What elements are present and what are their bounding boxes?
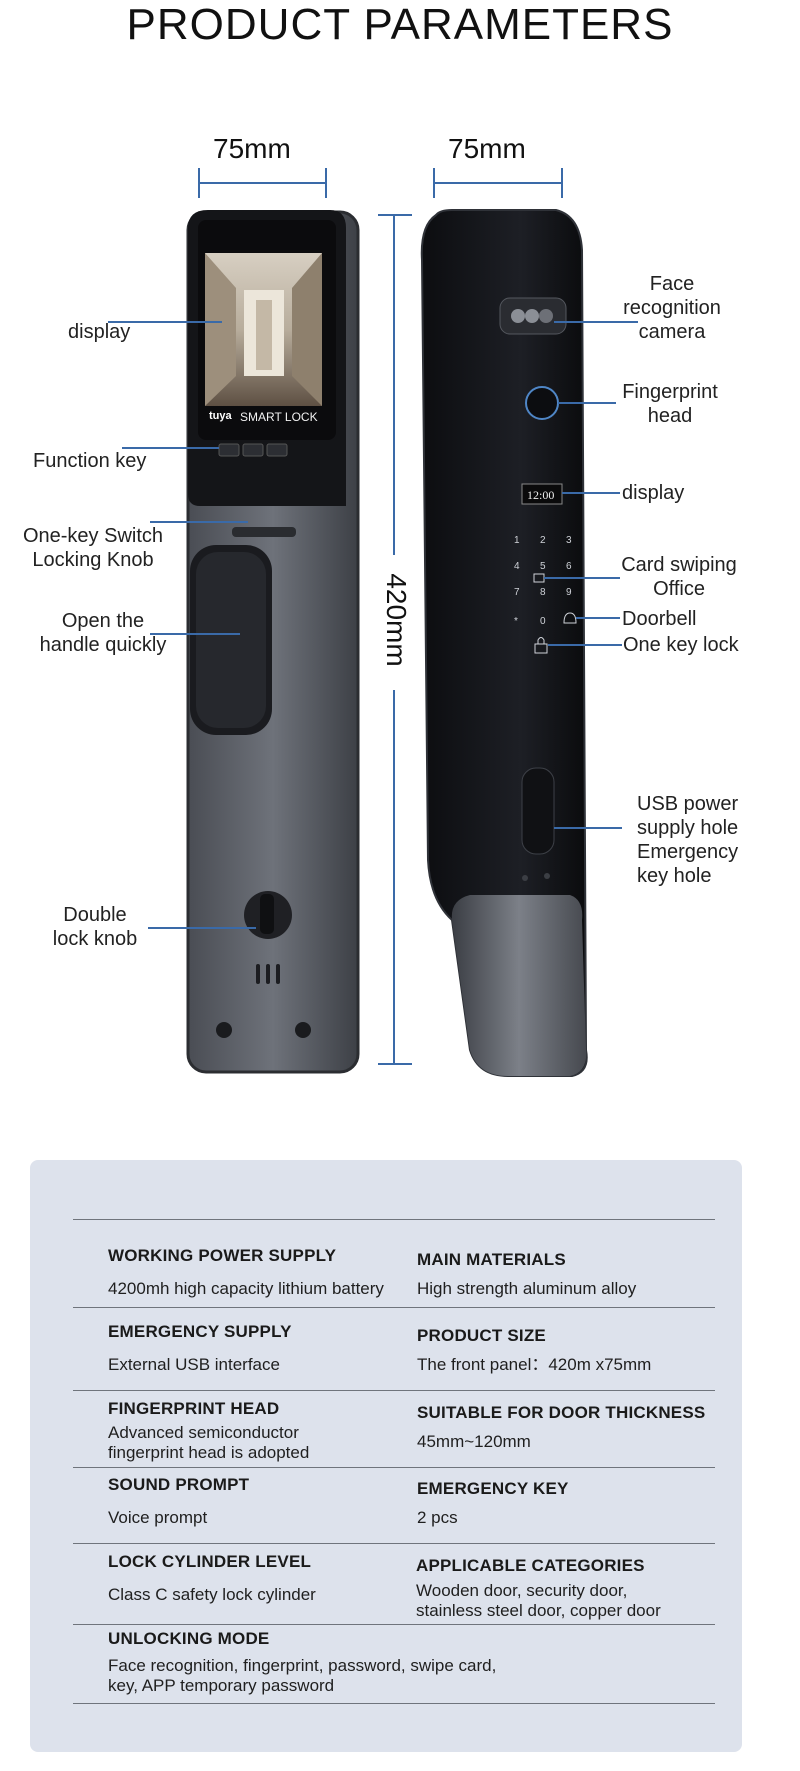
label-switch-knob: One-key Switch Locking Knob <box>18 524 168 572</box>
side-lock: 12:00 1 2 3 4 5 6 7 8 9 * 0 <box>420 209 588 1077</box>
label-face-line1: Face <box>649 273 695 295</box>
param-heading: WORKING POWER SUPPLY <box>108 1246 337 1265</box>
label-usb-line4: key hole <box>637 865 712 887</box>
label-card-line2: Office <box>653 578 705 600</box>
param-value-line: Wooden door, security door, <box>416 1581 628 1600</box>
keypad-key-0: 0 <box>540 616 546 627</box>
keypad-key-4: 4 <box>514 561 520 572</box>
label-double-lock-line2: lock knob <box>52 928 138 950</box>
label-display-side: display <box>622 482 685 504</box>
label-card-swiping: Card swiping Office <box>610 553 748 601</box>
brand-logo: tuya <box>209 410 233 422</box>
param-value: 4200mh high capacity lithium battery <box>108 1279 384 1298</box>
label-fingerprint: Fingerprint head <box>610 380 730 428</box>
param-heading: SOUND PROMPT <box>108 1475 250 1494</box>
label-display-front: display <box>68 321 131 343</box>
keypad-key-8: 8 <box>540 587 546 598</box>
divider <box>73 1624 715 1625</box>
param-value: Face recognition, fingerprint, password,… <box>108 1656 496 1696</box>
dim-width-left: 75mm <box>213 133 291 164</box>
param-heading: PRODUCT SIZE <box>417 1326 546 1345</box>
bell-icon <box>563 612 577 624</box>
label-switch-knob-line2: Locking Knob <box>32 549 154 571</box>
param-value: Advanced semiconductor fingerprint head … <box>108 1423 309 1463</box>
leader-lines <box>108 321 638 929</box>
param-value-line: key, APP temporary password <box>108 1676 335 1695</box>
label-function-key: Function key <box>33 450 147 472</box>
label-double-lock-line1: Double <box>63 904 127 926</box>
label-usb-hole: USB power supply hole Emergency key hole <box>637 792 738 888</box>
label-face-line3: camera <box>638 321 706 343</box>
divider <box>73 1703 715 1704</box>
divider <box>73 1390 715 1391</box>
param-heading: SUITABLE FOR DOOR THICKNESS <box>417 1403 706 1422</box>
label-usb-line2: supply hole <box>637 817 739 839</box>
function-key-right <box>266 443 288 457</box>
lock-icon <box>534 643 548 654</box>
param-value: Voice prompt <box>108 1508 208 1527</box>
keypad: 1 2 3 4 5 6 7 8 9 * 0 <box>514 535 572 627</box>
param-heading: EMERGENCY KEY <box>417 1479 569 1498</box>
keypad-key-9: 9 <box>566 587 572 598</box>
label-card-line1: Card swiping <box>621 554 737 576</box>
label-switch-knob-line1: One-key Switch <box>22 525 164 547</box>
keypad-key-3: 3 <box>566 535 572 546</box>
dimension-top-right <box>433 168 563 198</box>
param-value-line: Face recognition, fingerprint, password,… <box>108 1656 497 1675</box>
label-finger-line2: head <box>647 405 693 427</box>
keypad-key-2: 2 <box>540 535 546 546</box>
product-diagram: tuya SMART LOCK 12:00 <box>108 168 638 1077</box>
label-face-line2: recognition <box>623 297 721 319</box>
param-value: 45mm~120mm <box>417 1432 531 1451</box>
page-title: PRODUCT PARAMETERS <box>126 0 674 49</box>
param-value: High strength aluminum alloy <box>417 1279 637 1298</box>
label-doorbell: Doorbell <box>622 608 697 630</box>
param-value: 2 pcs <box>417 1508 458 1527</box>
param-value-line: Advanced semiconductor <box>108 1423 299 1442</box>
divider <box>73 1467 715 1468</box>
label-handle-line2: handle quickly <box>39 634 167 656</box>
dim-width-right: 75mm <box>448 133 526 164</box>
label-usb-line3: Emergency <box>637 841 739 863</box>
divider <box>73 1543 715 1544</box>
param-value-line: fingerprint head is adopted <box>108 1443 310 1462</box>
param-heading: LOCK CYLINDER LEVEL <box>108 1552 312 1571</box>
param-value: Wooden door, security door, stainless st… <box>416 1581 661 1621</box>
clock-text: 12:00 <box>527 488 554 502</box>
label-handle: Open the handle quickly <box>28 609 178 657</box>
param-heading: UNLOCKING MODE <box>108 1629 270 1648</box>
param-heading: EMERGENCY SUPPLY <box>108 1322 292 1341</box>
parameters-panel <box>30 1160 742 1752</box>
dimension-top-left <box>198 168 327 198</box>
param-value: External USB interface <box>108 1355 280 1374</box>
function-key-home <box>242 443 264 457</box>
label-handle-line1: Open the <box>61 610 145 632</box>
param-value: Class C safety lock cylinder <box>108 1585 316 1604</box>
param-heading: FINGERPRINT HEAD <box>108 1399 280 1418</box>
dim-height: 420mm <box>381 573 412 667</box>
dimension-vertical <box>378 214 412 1065</box>
param-value: The front panel：420m x75mm <box>417 1355 652 1374</box>
label-usb-line1: USB power <box>637 793 739 815</box>
label-one-key-lock: One key lock <box>623 634 739 656</box>
keypad-key-1: 1 <box>514 535 520 546</box>
label-double-lock: Double lock knob <box>30 903 160 951</box>
keypad-key-star: * <box>514 616 518 627</box>
param-heading: MAIN MATERIALS <box>417 1250 566 1269</box>
keypad-key-6: 6 <box>566 561 572 572</box>
front-lock: tuya SMART LOCK <box>186 210 360 1074</box>
label-finger-line1: Fingerprint <box>622 381 718 403</box>
divider <box>73 1219 715 1220</box>
param-value-line: stainless steel door, copper door <box>416 1601 661 1620</box>
divider <box>73 1307 715 1308</box>
function-key-left <box>218 443 240 457</box>
param-heading: APPLICABLE CATEGORIES <box>416 1556 645 1575</box>
keypad-key-5: 5 <box>540 561 546 572</box>
smart-lock-text: SMART LOCK <box>240 410 318 424</box>
label-face-camera: Face recognition camera <box>612 272 732 344</box>
keypad-key-7: 7 <box>514 587 520 598</box>
